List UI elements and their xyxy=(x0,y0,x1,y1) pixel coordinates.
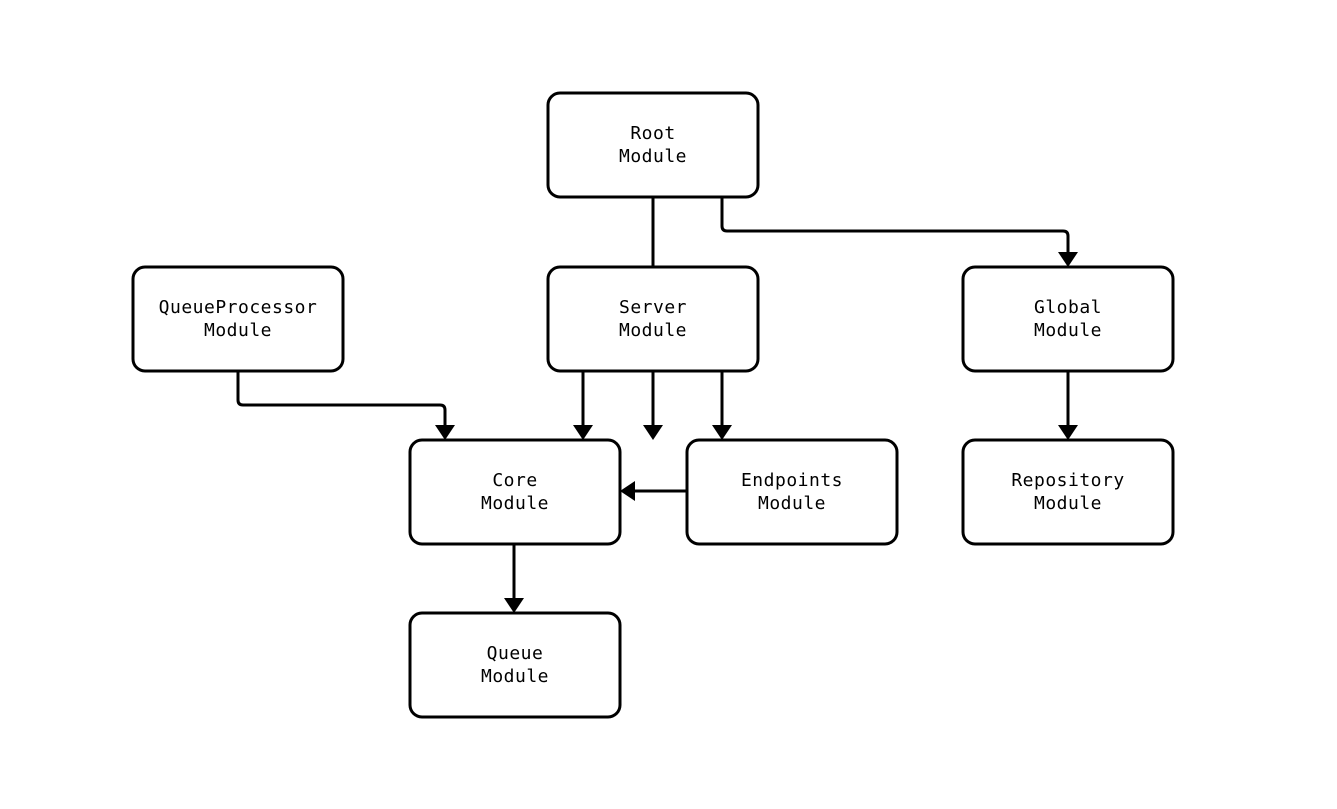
edge-arrowhead xyxy=(573,425,593,440)
node-label-line2: Module xyxy=(758,493,826,514)
node-label-line1: Queue xyxy=(487,643,544,664)
node-label-line2: Module xyxy=(1034,320,1102,341)
edge-arrowhead xyxy=(504,598,524,613)
edge-server-to-endpoints xyxy=(712,371,732,440)
edge-arrowhead xyxy=(620,481,635,501)
node-label-line2: Module xyxy=(481,493,549,514)
node-box[interactable] xyxy=(131,265,345,373)
node-box[interactable] xyxy=(408,611,622,719)
edge-server-to-core xyxy=(573,371,593,440)
node-box[interactable] xyxy=(546,265,760,373)
node-label-line2: Module xyxy=(204,320,272,341)
node-box[interactable] xyxy=(546,91,760,199)
edge-endpoints-to-core xyxy=(620,481,687,501)
edge-arrowhead xyxy=(435,425,455,440)
node-label-line1: Server xyxy=(619,297,687,318)
node-box[interactable] xyxy=(408,438,622,546)
edge-core-to-queue xyxy=(504,543,524,613)
edge-arrowhead xyxy=(643,425,663,440)
edge-root-to-global xyxy=(720,197,1078,267)
node-label-line2: Module xyxy=(619,146,687,167)
node-label-line1: Global xyxy=(1034,297,1102,318)
node-label-line2: Module xyxy=(481,666,549,687)
node-label-line1: QueueProcessor xyxy=(159,297,318,318)
node-label-line2: Module xyxy=(619,320,687,341)
nodes-layer: RootModuleQueueProcessorModuleServerModu… xyxy=(131,91,1175,719)
node-box[interactable] xyxy=(685,438,899,546)
node-box[interactable] xyxy=(961,265,1175,373)
edges-layer xyxy=(236,197,1078,613)
node-label-line1: Root xyxy=(630,123,675,144)
edge-arrowhead xyxy=(1058,252,1078,267)
edge-line xyxy=(236,371,447,426)
edge-queueprocessor-to-core xyxy=(236,371,455,440)
edge-arrowhead xyxy=(712,425,732,440)
node-label-line2: Module xyxy=(1034,493,1102,514)
node-label-line1: Repository xyxy=(1011,470,1124,491)
node-label-line1: Endpoints xyxy=(741,470,843,491)
edge-global-to-repository xyxy=(1058,371,1078,440)
node-box[interactable] xyxy=(961,438,1175,546)
edge-arrowhead xyxy=(1058,425,1078,440)
edge-line xyxy=(720,197,1070,253)
node-label-line1: Core xyxy=(492,470,537,491)
